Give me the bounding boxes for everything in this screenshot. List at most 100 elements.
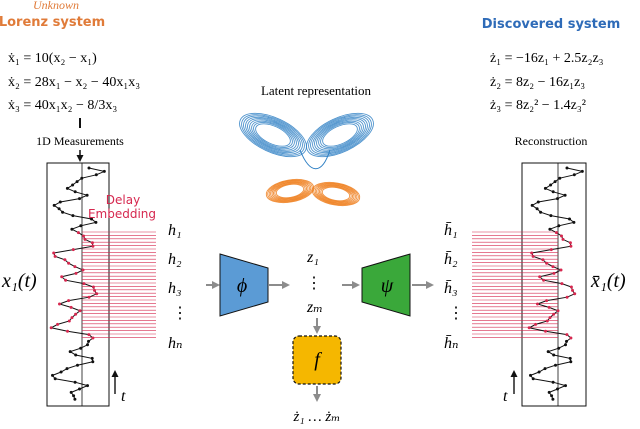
sample-point	[531, 254, 535, 258]
attractor-orbit	[241, 114, 305, 156]
sample-point	[538, 275, 542, 279]
sample-point	[56, 322, 60, 326]
sample-point	[95, 292, 99, 296]
sample-point	[552, 312, 556, 316]
sample-point	[70, 316, 74, 320]
sample-point	[91, 244, 95, 248]
sample-point	[530, 203, 534, 207]
sample-point	[87, 333, 91, 337]
embedding-label: Embedding	[88, 207, 156, 221]
sample-point	[68, 350, 72, 354]
sample-point	[102, 169, 106, 173]
sample-point	[76, 363, 79, 367]
measurement-samples	[49, 166, 106, 401]
attractor-orbit	[255, 123, 291, 147]
sample-point	[49, 326, 53, 330]
embedding-state: hₙ	[168, 335, 182, 352]
sample-point	[83, 237, 87, 241]
embedding-state: ⋮	[172, 305, 188, 322]
sample-point	[551, 190, 555, 194]
sample-point	[52, 251, 56, 255]
discovered-equation-2: ż₂ = 8z₂ − 16z₁z₃	[490, 75, 585, 90]
dynamics-output: ż₁ … żₘ	[293, 409, 341, 425]
attractor-orbit	[247, 118, 299, 152]
attractor-orbit	[322, 123, 358, 147]
attractor-orbit	[306, 112, 374, 158]
sample-point	[556, 309, 560, 313]
reconstructed-state: h̄ₙ	[444, 335, 458, 352]
sample-point	[544, 329, 547, 333]
sample-point	[71, 183, 75, 187]
sample-point	[66, 329, 69, 333]
lorenz-equation-1: ẋ₁ = 10(x₂ − x₁)	[8, 51, 97, 66]
sample-point	[552, 353, 556, 357]
reconstructed-state: h̄₁	[444, 222, 458, 239]
sample-point	[70, 227, 74, 231]
sample-point	[559, 268, 563, 272]
sample-point	[551, 397, 555, 401]
sample-point	[67, 299, 71, 303]
lorenz-title: Lorenz system	[0, 15, 105, 30]
sample-point	[535, 207, 539, 211]
attractor-orbit	[308, 114, 372, 156]
sample-point	[543, 186, 547, 190]
sample-point	[571, 288, 574, 292]
sample-point	[87, 339, 90, 343]
sample-point	[91, 360, 95, 364]
decoder-symbol: ψ	[381, 275, 394, 297]
reconstruction-samples	[527, 166, 584, 401]
sample-point	[569, 244, 573, 248]
sample-point	[565, 295, 569, 299]
sample-point	[529, 373, 532, 377]
sample-point	[549, 248, 553, 252]
attractor-orbit	[299, 149, 331, 170]
sample-point	[73, 397, 77, 401]
sample-point	[78, 309, 82, 313]
sample-point	[552, 271, 556, 275]
attractor-orbit	[314, 183, 358, 205]
attractor-orbit	[253, 121, 293, 149]
attractor-orbit	[316, 119, 364, 151]
sample-point	[90, 241, 94, 245]
sample-point	[551, 380, 555, 384]
measurement-panel	[46, 162, 110, 407]
sample-point	[548, 227, 552, 231]
attractor-orbit	[267, 179, 313, 203]
sample-point	[69, 305, 73, 309]
attractor-orbit	[320, 121, 360, 149]
sample-point	[568, 241, 572, 245]
sample-point	[548, 316, 552, 320]
sample-point	[569, 285, 573, 289]
sample-point	[80, 176, 84, 180]
sample-point	[549, 183, 553, 187]
sample-point	[53, 254, 57, 258]
attractor-orbit	[317, 184, 355, 204]
sample-point	[58, 200, 62, 204]
sample-point	[539, 210, 543, 214]
reconstruction-panel	[521, 162, 587, 407]
latent-state: z₁	[306, 249, 319, 266]
sample-point	[60, 275, 64, 279]
sample-point	[91, 336, 95, 340]
sample-point	[554, 231, 558, 235]
sample-point	[51, 373, 54, 377]
lorenz-equation-2: ẋ₂ = 28x₁ − x₂ − 40x₁x₃	[8, 75, 140, 90]
sample-point	[69, 390, 73, 394]
decoder-block	[361, 253, 411, 317]
sample-point	[554, 363, 557, 367]
sample-point	[87, 295, 91, 299]
sample-point	[73, 265, 77, 269]
sample-point	[82, 234, 85, 238]
sample-point	[81, 268, 85, 272]
sample-point	[86, 343, 89, 347]
lorenz-equation-3: ẋ₃ = 40x₁x₂ − 8/3x₃	[8, 98, 117, 113]
reconstructed-state: ⋮	[448, 305, 464, 322]
sample-point	[85, 193, 89, 197]
sample-point	[569, 336, 573, 340]
discovered-equation-1: ż₁ = −16z₁ + 2.5z₂z₃	[490, 51, 604, 66]
sample-point	[580, 169, 584, 173]
latent-state: ⋮	[306, 275, 322, 292]
signal-label: x₁(t)	[1, 270, 37, 292]
sample-point	[565, 166, 569, 170]
